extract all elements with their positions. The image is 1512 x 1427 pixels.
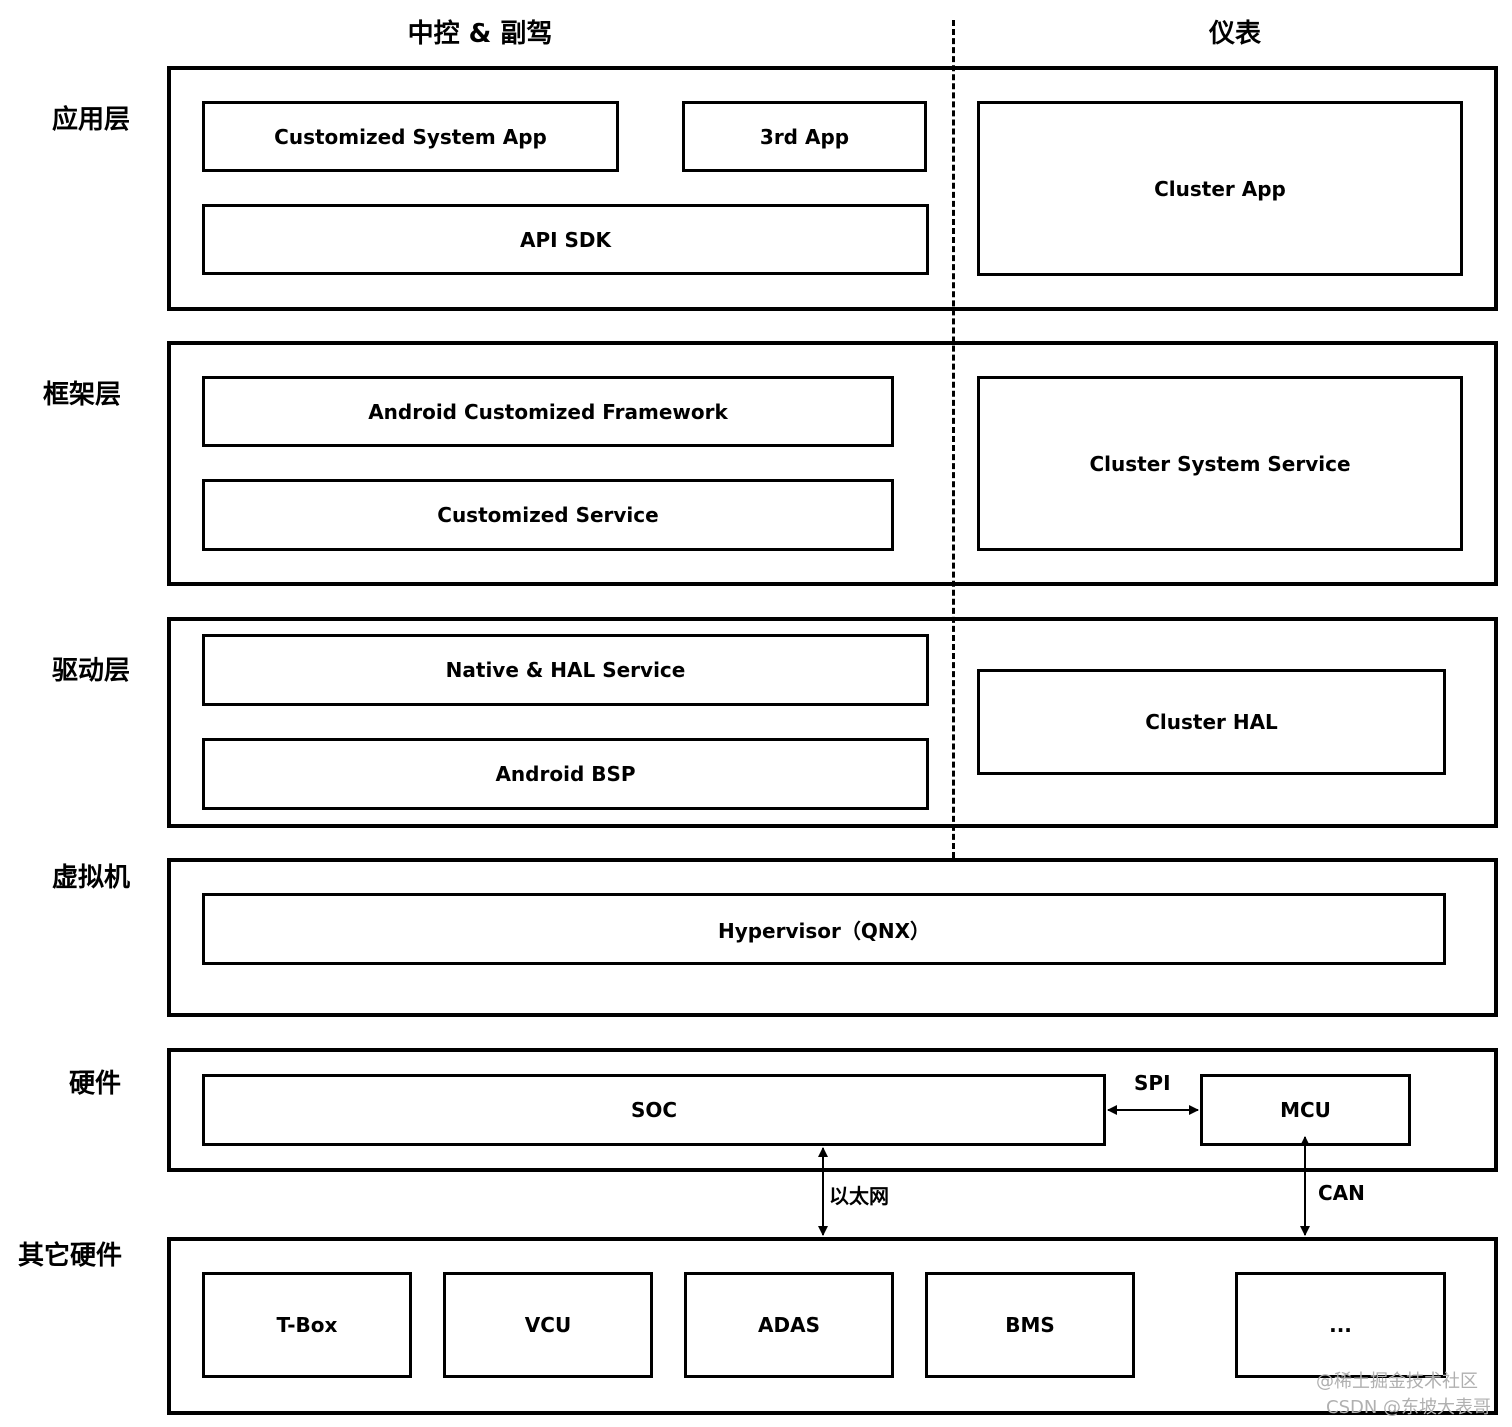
cluster-hal-box: Cluster HAL	[977, 669, 1446, 775]
third-app-box: 3rd App	[682, 101, 927, 172]
layer-label-other-hardware: 其它硬件	[18, 1241, 123, 1271]
cluster-system-service-box: Cluster System Service	[977, 376, 1463, 551]
hypervisor-box: Hypervisor（QNX）	[202, 893, 1446, 965]
layer-label-hardware: 硬件	[69, 1069, 122, 1099]
watermark-line-1: @稀土掘金技术社区	[1316, 1371, 1478, 1392]
framework-layer-box	[167, 341, 1498, 586]
layer-label-framework: 框架层	[43, 380, 122, 410]
customized-system-app-box: Customized System App	[202, 101, 619, 172]
cluster-app-box: Cluster App	[977, 101, 1463, 276]
layer-label-vm: 虚拟机	[52, 863, 131, 893]
soc-box: SOC	[202, 1074, 1106, 1146]
column-header-right: 仪表	[1208, 19, 1261, 49]
native-hal-service-box: Native & HAL Service	[202, 634, 929, 706]
customized-service-box: Customized Service	[202, 479, 894, 551]
layer-label-driver: 驱动层	[52, 656, 131, 686]
app-layer-box	[167, 66, 1498, 311]
ethernet-label: 以太网	[829, 1184, 889, 1208]
hardware-layer-box	[167, 1048, 1498, 1172]
mcu-box: MCU	[1200, 1074, 1411, 1146]
other-hardware-item: ...	[1235, 1272, 1446, 1378]
other-hardware-item: T-Box	[202, 1272, 412, 1378]
other-hardware-item: ADAS	[684, 1272, 894, 1378]
android-bsp-box: Android BSP	[202, 738, 929, 810]
column-divider	[952, 20, 955, 858]
can-label: CAN	[1318, 1181, 1365, 1205]
android-customized-framework-box: Android Customized Framework	[202, 376, 894, 447]
other-hardware-item: VCU	[443, 1272, 653, 1378]
watermark-line-2: CSDN @东坡大表哥	[1326, 1397, 1492, 1418]
layer-label-app: 应用层	[52, 105, 131, 135]
other-hardware-layer-box	[167, 1237, 1498, 1415]
api-sdk-box: API SDK	[202, 204, 929, 275]
driver-layer-box	[167, 617, 1498, 828]
spi-label: SPI	[1134, 1071, 1171, 1095]
other-hardware-item: BMS	[925, 1272, 1135, 1378]
column-header-left: 中控 & 副驾	[407, 19, 553, 49]
vm-layer-box	[167, 858, 1498, 1017]
